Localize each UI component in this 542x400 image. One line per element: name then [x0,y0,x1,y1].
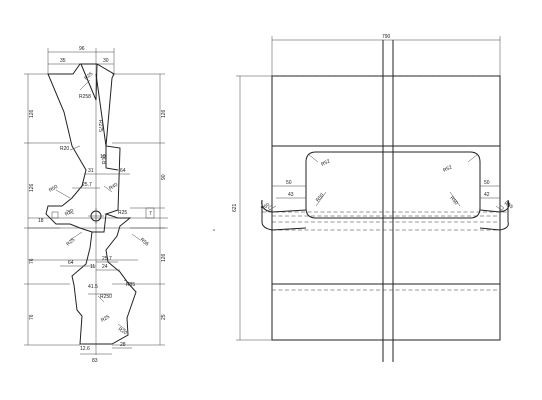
label-r10: R10 [102,155,108,164]
label-r50-a: R50 [48,184,59,194]
dim-width-790: 790 [382,34,391,40]
dim-left-76-b: 76 [29,314,35,320]
label-r50-right: R50 [448,195,459,206]
dim-height-621: 621 [232,203,238,212]
dim-18: 18 [38,218,44,224]
center-cutout [305,151,481,219]
dim-top-35: 35 [60,58,66,64]
label-r52-right: R52 [442,164,453,173]
dim-25-7-a: 25.7 [82,182,92,188]
dim-right-25: 25 [161,314,167,320]
dim-24: 24 [102,264,108,270]
dim-bottom-12-6: 12.6 [80,346,90,352]
label-r65: R65 [503,201,514,211]
label-r275: R275 [97,120,103,132]
label-r52-left: R52 [320,158,331,167]
label-r25-d: R25 [100,314,111,324]
label-r60: R60 [260,202,271,212]
dim-left-76-a: 76 [29,258,35,264]
dim-7: 7 [149,211,152,217]
label-r50-left: R50 [315,192,326,203]
dim-10: 10 [100,154,106,160]
dim-50-right: 50 [484,180,490,186]
dim-41-5: 41.5 [88,284,98,290]
label-r25-c: R25 [65,237,76,248]
dim-25-7-b: 25.7 [102,256,112,262]
dim-64-b: 64 [68,260,74,266]
label-r258: R258 [79,94,91,100]
label-r25-b: R25 [118,210,127,216]
dim-top-96: 96 [79,46,85,52]
dim-right-126-low: 126 [161,253,167,262]
dim-43: 43 [288,192,294,198]
dim-left-126-mid: 126 [29,183,35,192]
dim-64-a: 64 [120,168,126,174]
dim-42: 42 [484,192,490,198]
label-r35: R35 [126,282,135,288]
label-r25-a: R25 [83,71,94,82]
label-r40: R40 [108,182,119,192]
dim-right-126-top: 126 [161,109,167,118]
profile-outline [45,63,137,345]
dim-top-30: 30 [103,58,109,64]
label-r20-b: R20 [64,208,75,218]
dim-bottom-28: 28 [120,342,126,348]
dim-11: 11 [90,264,95,270]
dim-left-126-top: 126 [29,109,35,118]
right-flat-layout: 790 621 5 [232,34,514,362]
dim-right-90: 90 [161,174,167,180]
dim-bottom-83: 83 [92,358,98,364]
dim-31: 31 [88,168,94,174]
label-r20-c: R20 [117,327,128,337]
left-profile-drawing: 35 96 30 126 126 76 76 126 90 126 25 [24,46,168,364]
dim-50-left: 50 [286,180,292,186]
label-r250: R250 [100,294,112,300]
label-r56: R56 [139,237,150,248]
label-r20-a: R20 [60,146,69,152]
